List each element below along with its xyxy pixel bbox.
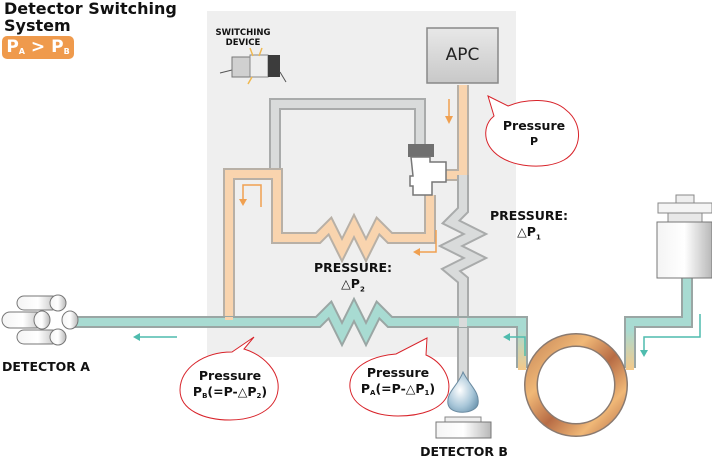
dp2-sub: 2 [359,285,365,294]
flow-arrow-pump-down [640,314,701,357]
detector-a-icon [1,294,79,346]
pb-close: ) [261,384,268,399]
detector-b-label: DETECTOR B [420,444,508,459]
bubble-pressure-pa [349,337,450,417]
dp2-symbol: △P [341,276,360,291]
badge-operator: > [30,37,46,57]
pressure-dp1-line1: PRESSURE: [489,208,569,223]
pump-outlet-tube [624,278,693,368]
switching-device-label-1: SWITCHING [215,28,271,38]
flow-arrow-bottom-loop [413,230,437,256]
title-line-1: Detector Switching [4,0,177,18]
apc-box [426,27,499,84]
pa-main: P [360,381,371,396]
bubble-pressure-pb [179,336,279,421]
pressure-dp1-symbol: △P1 [484,224,574,246]
bubble-p-line1: Pressure [502,118,566,133]
bubble-pa-text: Pressure PA(=P-△P1) [348,365,448,401]
badge-right-sub: B [63,47,70,56]
pb-main: P [192,384,203,399]
pressure-relation-badge: PA > PB [2,36,74,59]
pa-close: ) [429,381,436,396]
dp1-symbol: △P [517,224,536,239]
page-title: Detector Switching System [4,0,177,34]
dp1-sub: 1 [535,233,541,242]
detector-a-label: DETECTOR A [2,359,90,374]
pressure-dp2-symbol: △P2 [308,276,398,298]
switching-valve-icon [408,144,447,196]
restrictor-dp1-tube [437,175,489,392]
pb-sub: B [202,392,208,400]
bubble-pa-line2: PA(=P-△P1) [348,381,448,401]
bubble-pb-line2: PB(=P-△P2) [180,384,280,404]
bubble-pb-text: Pressure PB(=P-△P2) [180,368,280,404]
pressure-dp2-line1: PRESSURE: [313,260,393,275]
flow-arrow-apc-down [445,99,453,124]
switching-device-icon [219,47,287,85]
switching-device-label: SWITCHING DEVICE [213,28,273,48]
bubble-pa-line1: Pressure [366,365,430,380]
flow-arrow-main-left [503,333,526,356]
pressure-dp1-label: PRESSURE: △P1 [484,208,574,246]
orange-loop-tube [223,168,436,320]
title-line-2: System [4,16,71,35]
pa-expr: (=P-△P [375,381,425,396]
badge-left-sub: A [18,47,25,56]
flow-arrow-detector-a [133,333,177,341]
bubble-pressure-p [485,95,579,167]
bubble-p-line2: P [529,135,539,148]
pa-expr-sub: 1 [424,389,430,397]
bubble-p-text: Pressure P [494,118,574,150]
switching-device-label-2: DEVICE [225,38,261,48]
apc-label: APC [445,45,480,65]
detector-b-icon [435,370,492,439]
main-teal-line [75,296,528,368]
badge-right: P [51,37,64,57]
pb-expr: (=P-△P [207,384,257,399]
flow-arrow-left-loop [239,184,262,207]
badge-left: P [6,37,19,57]
pump-icon [656,194,712,279]
pb-expr-sub: 2 [256,392,262,400]
coil-icon [524,333,628,437]
pressure-dp2-label: PRESSURE: △P2 [308,260,398,298]
pa-sub: A [370,389,376,397]
bubble-pb-line1: Pressure [198,368,262,383]
